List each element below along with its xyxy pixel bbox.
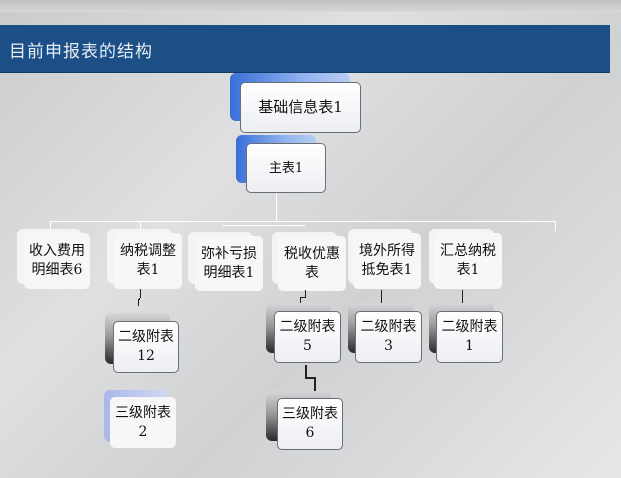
connector	[314, 377, 316, 392]
connector	[50, 221, 555, 222]
node-income-expense[interactable]: 收入费用 明细表6	[24, 233, 90, 289]
node-foreign-income[interactable]: 境外所得 抵免表1	[353, 233, 421, 289]
connector	[50, 221, 51, 231]
connector	[300, 297, 301, 305]
node-consolidated-tax[interactable]: 汇总纳税 表1	[434, 233, 502, 289]
connector	[305, 365, 307, 378]
connector	[305, 377, 316, 379]
connector	[305, 290, 306, 298]
node-level2-5[interactable]: 二级附表 5	[274, 311, 341, 363]
connector	[276, 193, 277, 222]
node-basic-info[interactable]: 基础信息表1	[240, 82, 361, 133]
node-level3-2[interactable]: 三级附表 2	[110, 397, 176, 448]
node-main-table[interactable]: 主表1	[246, 143, 326, 193]
node-level2-3[interactable]: 二级附表 3	[355, 311, 422, 363]
node-loss-offset[interactable]: 弥补亏损 明细表1	[195, 236, 263, 291]
connector	[140, 289, 141, 298]
connector	[222, 225, 305, 226]
connector	[381, 290, 382, 305]
slide-title: 目前申报表的结构	[9, 42, 153, 62]
node-level3-6[interactable]: 三级附表 6	[277, 398, 343, 450]
node-tax-adjustment[interactable]: 纳税调整 表1	[114, 233, 182, 289]
title-bar: 目前申报表的结构	[0, 25, 610, 73]
connector	[139, 298, 140, 300]
node-tax-incentive[interactable]: 税收优惠 表	[278, 236, 346, 291]
node-level2-12[interactable]: 二级附表 12	[113, 321, 179, 373]
connector	[140, 221, 141, 231]
node-level2-1[interactable]: 二级附表 1	[436, 311, 503, 363]
connector	[300, 297, 306, 298]
connector	[138, 299, 139, 306]
connector	[462, 290, 463, 305]
top-strip	[0, 0, 621, 12]
connector	[555, 221, 556, 231]
